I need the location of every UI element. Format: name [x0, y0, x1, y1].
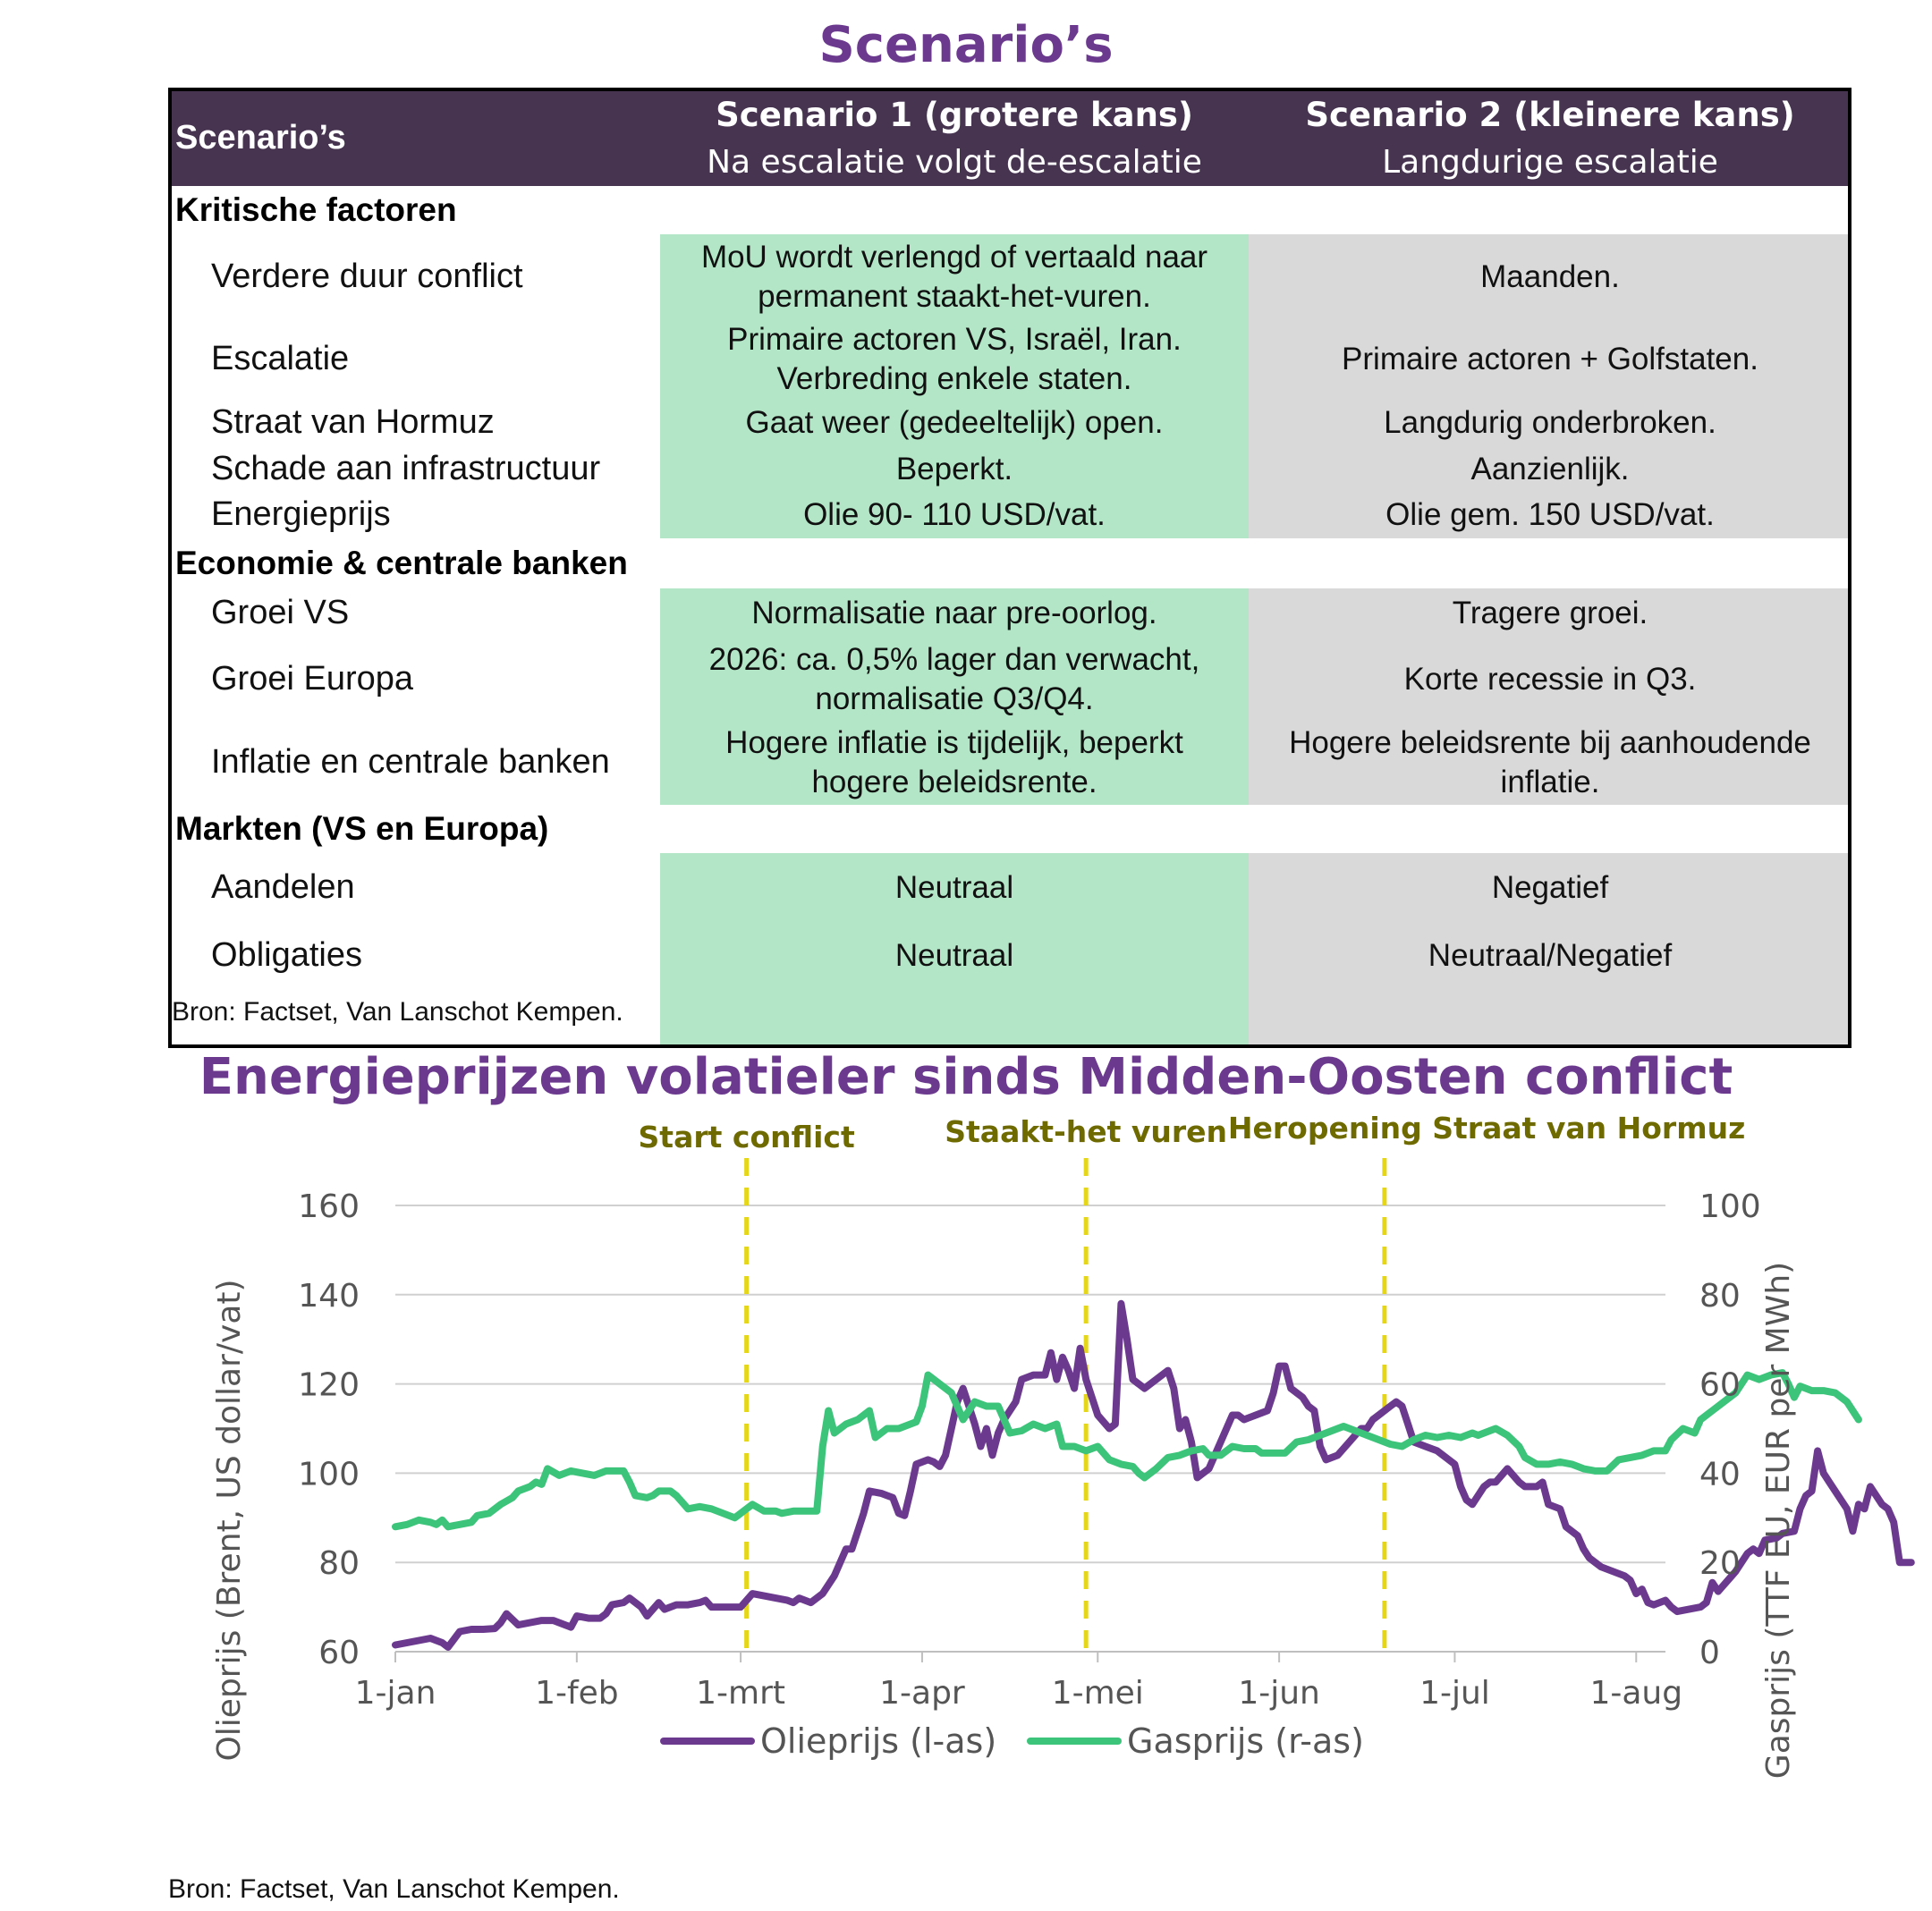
- scenario-2-block: [1249, 588, 1848, 805]
- row-label: Groei VS: [211, 594, 350, 632]
- chart-source: Bron: Factset, Van Lanschot Kempen.: [168, 1874, 620, 1904]
- x-tick-label: 1-feb: [535, 1675, 619, 1712]
- x-tick-label: 1-jul: [1419, 1675, 1490, 1712]
- x-tick-label: 1-mei: [1052, 1675, 1144, 1712]
- row-label: Obligaties: [211, 936, 362, 975]
- header-scenario-2: Scenario 2 (kleinere kans) Langdurige es…: [1249, 91, 1848, 186]
- row-scenario-2-value: Olie gem. 150 USD/vat.: [1385, 497, 1715, 533]
- y-tick-left: 120: [298, 1367, 360, 1404]
- header-scenario-1: Scenario 1 (grotere kans) Na escalatie v…: [660, 91, 1249, 186]
- row-label: Verdere duur conflict: [211, 258, 523, 296]
- row-scenario-1-value: Primaire actoren VS, Israël, Iran. Verbr…: [727, 322, 1182, 396]
- row-scenario-1-value: Beperkt.: [895, 452, 1013, 487]
- row-scenario-2-value: Langdurig onderbroken.: [1384, 405, 1716, 441]
- section-kritische-factoren: Kritische factoren: [175, 190, 457, 228]
- oil-price-line: [392, 1299, 1915, 1651]
- scenario-2-block: [1249, 234, 1848, 538]
- y-axis-left-label: Olieprijs (Brent, US dollar/vat): [211, 1279, 248, 1761]
- event-label: Heropening Straat van Hormuz: [1228, 1111, 1745, 1146]
- x-tick-label: 1-mrt: [696, 1675, 785, 1712]
- row-label: Inflatie en centrale banken: [211, 743, 610, 782]
- row-scenario-2-value: Aanzienlijk.: [1470, 452, 1630, 487]
- legend-gas-label: Gasprijs (r-as): [1127, 1721, 1364, 1761]
- y-tick-right: 20: [1699, 1545, 1741, 1582]
- y-tick-right: 60: [1699, 1367, 1741, 1404]
- x-tick-label: 1-jun: [1238, 1675, 1320, 1712]
- row-label: Aandelen: [211, 868, 355, 907]
- scenario-1-block: [660, 588, 1249, 805]
- x-tick-label: 1-apr: [879, 1675, 965, 1712]
- y-tick-left: 100: [298, 1456, 360, 1492]
- y-axis-right-label: Gasprijs (TTF EU, EUR per MWh): [1760, 1262, 1797, 1779]
- y-tick-right: 0: [1699, 1635, 1720, 1671]
- row-label: Energieprijs: [211, 495, 391, 534]
- scenario-1-subtitle: Na escalatie volgt de-escalatie: [707, 143, 1202, 181]
- row-scenario-2-value: Primaire actoren + Golfstaten.: [1342, 342, 1758, 377]
- row-scenario-1-value: Gaat weer (gedeeltelijk) open.: [745, 405, 1164, 441]
- y-tick-left: 60: [318, 1635, 360, 1671]
- scenario-2-block: [1249, 853, 1848, 1044]
- legend-oil-label: Olieprijs (l-as): [760, 1721, 996, 1761]
- legend: Olieprijs (l-as) Gasprijs (r-as): [660, 1721, 1364, 1761]
- section-economie: Economie & centrale banken: [175, 544, 628, 581]
- y-tick-left: 140: [298, 1278, 360, 1315]
- event-label: Start conflict: [639, 1120, 855, 1154]
- row-scenario-2-value: Tragere groei.: [1452, 596, 1648, 631]
- table-title: Scenario’s: [818, 16, 1114, 74]
- axes: 60 80 100 120 140 160 0 20 40 60 80 100 1-jan 1-feb 1-…: [298, 1188, 1760, 1712]
- gas-price-line: [392, 1369, 1862, 1531]
- row-scenario-1-value: Normalisatie naar pre-oorlog.: [751, 596, 1157, 631]
- row-label: Schade aan infrastructuur: [211, 450, 601, 488]
- table-source: Bron: Factset, Van Lanschot Kempen.: [172, 997, 623, 1027]
- y-tick-right: 40: [1699, 1456, 1741, 1492]
- series-lines: [392, 1299, 1915, 1651]
- y-tick-right: 100: [1699, 1188, 1761, 1225]
- event-label: Staakt-het vuren: [945, 1114, 1227, 1149]
- y-tick-left: 160: [298, 1188, 360, 1225]
- row-scenario-1-value: Hogere inflatie is tijdelijk, beperkt ho…: [725, 725, 1183, 799]
- row-scenario-1-value: Neutraal: [894, 870, 1014, 906]
- header-label: Scenario’s: [172, 91, 660, 186]
- row-scenario-2-value: Korte recessie in Q3.: [1403, 662, 1697, 698]
- row-scenario-2-value: Maanden.: [1480, 259, 1620, 295]
- x-tick-label: 1-aug: [1589, 1675, 1682, 1712]
- y-tick-right: 80: [1699, 1278, 1741, 1315]
- row-scenario-1-value: Olie 90- 110 USD/vat.: [803, 497, 1106, 533]
- section-markten: Markten (VS en Europa): [175, 809, 549, 847]
- scenario-1-block: [660, 853, 1249, 1044]
- chart-title: Energieprijzen volatieler sinds Midden-O…: [199, 1048, 1733, 1106]
- scenario-2-subtitle: Langdurige escalatie: [1382, 143, 1718, 181]
- y-tick-left: 80: [318, 1545, 360, 1582]
- row-scenario-1-value: MoU wordt verlengd of vertaald naar perm…: [700, 240, 1208, 314]
- row-scenario-2-value: Negatief: [1491, 870, 1609, 906]
- row-scenario-2-value: Neutraal/Negatief: [1428, 938, 1673, 974]
- scenario-table: Scenario’s Scenario 1 (grotere kans) Na …: [168, 88, 1852, 1048]
- scenario-1-title: Scenario 1 (grotere kans): [716, 96, 1193, 135]
- x-tick-label: 1-jan: [355, 1675, 436, 1712]
- row-label: Groei Europa: [211, 660, 414, 698]
- row-label: Straat van Hormuz: [211, 403, 495, 442]
- row-scenario-2-value: Hogere beleidsrente bij aanhoudende infl…: [1289, 725, 1811, 799]
- scenario-1-block: [660, 234, 1249, 538]
- scenario-2-title: Scenario 2 (kleinere kans): [1305, 96, 1795, 135]
- row-scenario-1-value: Neutraal: [894, 938, 1014, 974]
- row-label: Escalatie: [211, 340, 350, 378]
- row-scenario-1-value: 2026: ca. 0,5% lager dan verwacht, norma…: [708, 642, 1200, 716]
